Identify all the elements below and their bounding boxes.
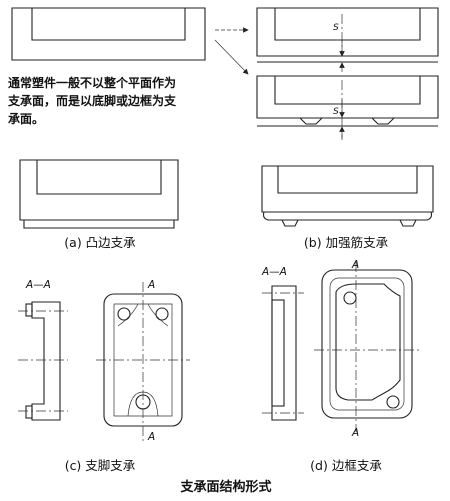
section-label-c: A—A [25, 279, 51, 291]
rib-support-diagram: (b) 加强筋支承 [261, 165, 434, 250]
explanatory-note: 通常塑件一般不以整个平面作为 支承面，而是以底脚或边框为支 承面。 [7, 75, 177, 126]
gap-dimension-label-2: S [333, 107, 339, 117]
rim-support-diagram: (a) 凸边支承 [19, 159, 179, 250]
transition-arrows [214, 27, 249, 75]
section-mark-c-top: A [147, 279, 155, 291]
section-mark-c-bottom: A [147, 431, 155, 443]
frame-support-diagram: A—A A A (d) 边框支承 [261, 259, 420, 473]
section-label-d: A—A [261, 266, 287, 278]
caption-rim-support: (a) 凸边支承 [64, 235, 136, 250]
note-line-1: 通常塑件一般不以整个平面作为 [8, 75, 176, 90]
part-with-gap-feet: S [256, 75, 439, 140]
part-with-gap-top: S [256, 7, 439, 72]
section-mark-d-bottom: A [351, 427, 359, 439]
caption-frame-support: (d) 边框支承 [310, 458, 382, 473]
note-line-2: 支承面，而是以底脚或边框为支 [7, 93, 177, 108]
caption-foot-support: (c) 支脚支承 [65, 458, 136, 473]
section-mark-d-top: A [351, 259, 359, 271]
caption-rib-support: (b) 加强筋支承 [304, 235, 389, 250]
figure-title: 支承面结构形式 [179, 479, 271, 495]
flat-base-part [11, 7, 206, 61]
gap-dimension-label: S [333, 23, 339, 33]
foot-support-diagram: A—A A A (c) 支脚支承 [18, 279, 190, 473]
note-line-3: 承面。 [8, 112, 44, 126]
